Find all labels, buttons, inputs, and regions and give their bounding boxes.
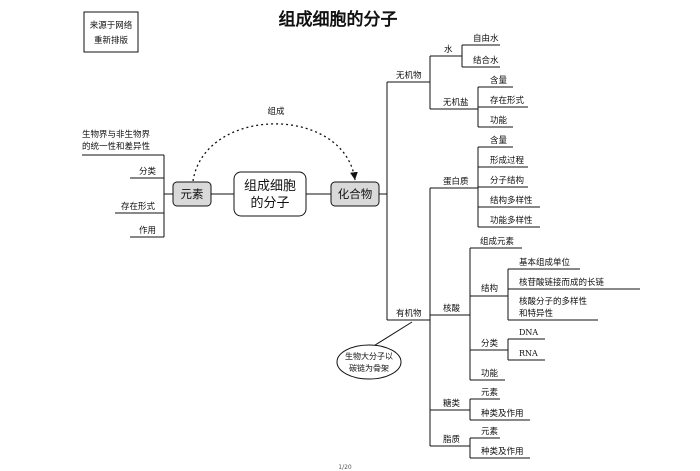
left-item-form: 存在形式 [121,201,156,212]
protein-item-diversity: 结构多样性 [490,195,533,206]
nucleic-structure-label: 结构 [481,283,498,294]
water-item-bound: 结合水 [473,55,499,66]
water-item-free: 自由水 [473,33,499,44]
nucleic-function: 功能 [481,368,499,379]
center-line-2: 的分子 [250,195,289,211]
sugar-label: 糖类 [443,398,461,409]
page-title: 组成细胞的分子 [279,9,398,30]
lipid-item-element: 元素 [481,426,499,437]
structure-item-diversity-1: 核酸分子的多样性 [519,296,588,307]
center-line-1: 组成细胞 [244,179,296,194]
protein-item-formation: 形成过程 [490,155,525,166]
left-item-unity-2: 的统一性和差异性 [82,141,151,152]
callout-line-2: 碳链为骨架 [349,363,389,373]
source-box: 来源于网络 重新排版 [83,11,139,53]
structure-item-unit: 基本组成单位 [519,257,571,268]
element-node: 元素 [172,181,212,207]
protein-item-function-diversity: 功能多样性 [490,215,533,226]
protein-item-structure: 分子结构 [490,175,524,186]
nucleic-composition: 组成元素 [480,236,515,247]
lipid-item-types: 种类及作用 [481,446,524,457]
compound-node: 化合物 [330,181,380,207]
source-line-1: 来源于网络 [90,20,133,31]
structure-item-chain: 核苷酸链接而成的长链 [519,277,605,288]
organic-label: 有机物 [396,308,422,319]
compound-node-label: 化合物 [338,187,373,201]
callout-line-1: 生物大分子以 [345,351,393,361]
protein-label: 蛋白质 [443,176,469,187]
left-item-role: 作用 [139,225,156,236]
lipid-label: 脂质 [443,434,461,445]
inorganic-label: 无机物 [396,70,422,81]
salt-item-content: 含量 [490,75,508,86]
source-line-2: 重新排版 [94,35,129,46]
center-node: 组成细胞 的分子 [233,171,307,217]
element-node-label: 元素 [181,187,204,201]
water-label: 水 [444,44,453,55]
nucleic-types-label: 分类 [481,338,499,349]
compose-label: 组成 [267,106,285,117]
salt-item-function: 功能 [490,115,508,126]
salt-item-form: 存在形式 [490,95,525,106]
sugar-item-element: 元素 [481,387,499,398]
structure-item-diversity-2: 和特异性 [519,308,554,319]
callout-bubble: 生物大分子以 碳链为骨架 [336,344,402,380]
left-item-unity-1: 生物界与非生物界 [82,129,151,140]
protein-item-content: 含量 [490,135,508,146]
page-number: 1/20 [338,464,352,471]
types-item-dna: DNA [519,328,538,337]
callout-pointer [371,321,413,348]
salt-label: 无机盐 [443,97,469,108]
types-item-rna: RNA [519,349,538,358]
sugar-item-types: 种类及作用 [481,408,524,419]
left-item-category: 分类 [139,166,157,177]
compound-bracket [379,82,388,320]
left-bracket [163,155,173,237]
nucleic-label: 核酸 [443,303,461,314]
